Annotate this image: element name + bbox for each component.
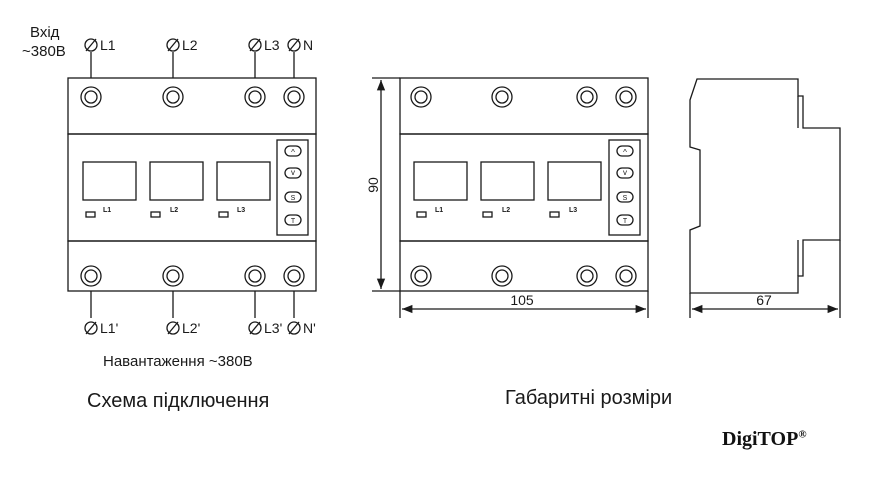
front-button-down-glyph: v: [623, 168, 627, 177]
display-label-l2: L2: [170, 207, 178, 214]
top-terminal-l3: L3: [264, 37, 280, 53]
brand-logo: DigiTOP®: [722, 428, 807, 451]
device-bottom-section: [67, 240, 317, 292]
connection-caption: Схема підключення: [87, 390, 269, 412]
front-display-label-l1: L1: [435, 207, 443, 214]
front-button-s-glyph: S: [623, 195, 628, 202]
display-label-l1: L1: [103, 207, 111, 214]
top-terminal-symbols: [84, 38, 301, 52]
input-wires: [90, 52, 295, 78]
led-indicators: [85, 211, 229, 218]
dimensions-caption: Габаритні розміри: [505, 387, 672, 409]
device-top-section: [67, 77, 317, 135]
bottom-terminal-l2: L2': [182, 320, 200, 336]
connection-labels: Вхід ~380В L1 L2 L3 N L1' L2' L3' N' L1 …: [22, 24, 316, 412]
bottom-terminal-symbols: [84, 321, 301, 335]
button-panel: [276, 139, 309, 236]
front-display-label-l3: L3: [569, 207, 577, 214]
button-s-glyph: S: [291, 195, 296, 202]
display-l3: [216, 161, 271, 201]
device-middle-section: [67, 133, 317, 242]
load-label: Навантаження ~380В: [103, 353, 253, 370]
button-down-glyph: v: [291, 168, 295, 177]
front-button-up-glyph: ^: [623, 148, 627, 157]
dimensions-front-view: [372, 77, 649, 318]
front-bottom-screws: [410, 265, 637, 287]
bottom-terminal-n: N': [303, 320, 316, 336]
output-wires: [90, 291, 295, 318]
input-label-line2: ~380В: [22, 43, 66, 60]
brand-name: DigiTOP: [722, 428, 799, 450]
bottom-screw-terminals: [80, 265, 305, 287]
display-l1: [82, 161, 137, 201]
bottom-terminal-l3: L3': [264, 320, 282, 336]
dimension-labels: L1 L2 L3 ^ v S T 90 105 67 Габаритні роз…: [365, 148, 772, 409]
top-terminal-n: N: [303, 37, 313, 53]
input-label-line1: Вхід: [30, 24, 60, 41]
bottom-terminal-l1: L1': [100, 320, 118, 336]
display-label-l3: L3: [237, 207, 245, 214]
depth-dimension-value: 67: [756, 292, 772, 308]
top-terminal-l1: L1: [100, 37, 116, 53]
connection-diagram: [67, 38, 317, 335]
displays: [82, 161, 271, 201]
front-display-label-l2: L2: [502, 207, 510, 214]
dimensions-side-view: [689, 78, 841, 318]
side-profile-outline: [689, 78, 841, 294]
front-top-screws: [410, 86, 637, 108]
front-button-t-glyph: T: [623, 218, 628, 225]
panel-buttons: [284, 145, 302, 226]
top-terminal-l2: L2: [182, 37, 198, 53]
display-l2: [149, 161, 204, 201]
height-dimension-value: 90: [365, 177, 381, 193]
width-dimension-value: 105: [510, 292, 534, 308]
button-up-glyph: ^: [291, 148, 295, 157]
registered-mark: ®: [798, 428, 807, 441]
button-t-glyph: T: [291, 218, 296, 225]
top-screw-terminals: [80, 86, 305, 108]
